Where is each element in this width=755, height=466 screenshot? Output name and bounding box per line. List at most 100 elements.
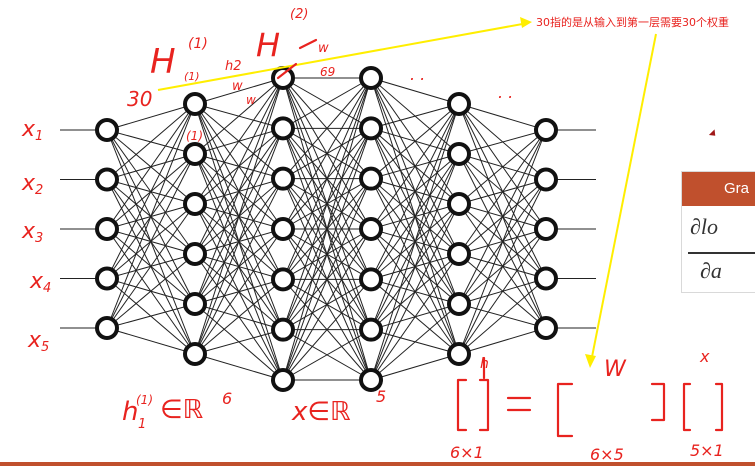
network-edge — [370, 203, 460, 381]
membership-x: x∈ℝ — [291, 397, 351, 427]
small-label-69: 69 — [320, 65, 335, 79]
dim-6x1: 6×1 — [450, 443, 484, 462]
network-node-layer-2 — [183, 342, 207, 366]
network-edge — [370, 353, 460, 381]
network-node-layer-2 — [183, 142, 207, 166]
gradient-panel-header: Gra — [682, 172, 755, 206]
label-w: W — [604, 357, 627, 382]
network-node-layer-1 — [95, 266, 119, 291]
network-edge — [458, 129, 547, 355]
network-edge — [194, 77, 284, 155]
input-label-x4: x4 — [29, 269, 51, 296]
network-node-layer-5 — [447, 142, 471, 166]
network-edge — [194, 353, 284, 381]
network-edge — [458, 228, 547, 355]
bracket-w-left — [556, 382, 574, 438]
network-edge — [282, 228, 372, 381]
network-node-layer-2 — [183, 292, 207, 316]
network-edge — [106, 253, 196, 329]
gradient-denominator: ∂a — [700, 258, 722, 283]
equals-sign — [506, 396, 532, 412]
network-edge — [282, 279, 372, 381]
network-node-layer-5 — [447, 242, 471, 266]
network-node-layer-1 — [95, 217, 119, 241]
membership-dim-6: 6 — [222, 389, 232, 408]
membership-dim-5: 5 — [376, 387, 386, 406]
network-node-layer-6 — [534, 167, 558, 192]
hidden-label-h2: H — [256, 26, 280, 64]
network-edge — [370, 303, 460, 381]
network-node-layer-3 — [271, 267, 295, 292]
network-node-layer-4 — [359, 116, 383, 141]
network-edge — [458, 327, 547, 355]
network-edge — [458, 129, 547, 305]
handwritten-annotations: x1 x2 x3 x4 x5 H (1) H (2) 30 (1) h2 w w… — [21, 7, 724, 464]
network-edge — [106, 327, 196, 355]
network-node-layer-1 — [95, 118, 119, 142]
network-edge — [194, 77, 284, 205]
network-edge — [106, 203, 196, 329]
fraction-line — [688, 252, 755, 254]
small-label-h2: h2 — [225, 59, 242, 74]
network-node-layer-3 — [271, 317, 295, 342]
dots-1: . . — [410, 65, 425, 84]
network-node-layer-1 — [95, 316, 119, 340]
network-edge — [106, 103, 196, 180]
network-edge — [370, 103, 460, 129]
small-stroke-2 — [276, 62, 298, 80]
network-edge — [106, 103, 196, 279]
network-edge — [106, 103, 196, 131]
hidden-label-h1: H — [150, 42, 176, 82]
network-node-layer-3 — [271, 116, 295, 141]
input-label-x3: x3 — [21, 219, 43, 246]
network-edge — [370, 153, 460, 381]
dots-2: . . — [498, 83, 513, 102]
network-node-layer-5 — [447, 92, 471, 116]
label-x: x — [699, 347, 710, 366]
network-node-layer-3 — [271, 217, 295, 241]
network-edge — [370, 103, 460, 280]
network-edge — [370, 253, 460, 381]
network-node-layer-6 — [534, 217, 558, 241]
hidden-label-h1-sup: (1) — [188, 36, 208, 52]
network-edge — [370, 77, 460, 105]
membership-h1-sub: 1 — [138, 417, 146, 432]
network-edge — [370, 103, 460, 381]
bracket-x-right — [714, 382, 724, 432]
network-edge — [194, 77, 284, 305]
membership-h1-sup: (1) — [136, 393, 153, 407]
network-edge — [458, 179, 547, 355]
network-node-layer-3 — [271, 368, 295, 392]
slide-bottom-bar — [0, 462, 755, 466]
network-node-layer-4 — [359, 166, 383, 191]
network-edge — [458, 129, 547, 205]
network-edge — [458, 129, 547, 155]
network-edge — [194, 77, 284, 255]
network-edge — [282, 329, 372, 381]
yellow-arrow — [157, 17, 657, 368]
network-edge — [282, 77, 372, 381]
dim-5x1: 5×1 — [690, 441, 724, 460]
network-edge — [282, 77, 372, 179]
network-edge — [282, 128, 372, 381]
gradient-panel: Gra ∂lo ∂a — [681, 171, 755, 293]
gradient-numerator: ∂lo — [690, 214, 718, 239]
network-edge — [458, 103, 547, 131]
network-node-layer-5 — [447, 292, 471, 316]
matrix-equation: h W x 6×1 6×5 5×1 — [450, 347, 724, 464]
network-node-layer-4 — [359, 267, 383, 292]
small-stroke-1 — [298, 38, 318, 50]
bracket-h-left — [456, 378, 468, 432]
weight-count-label: 30 — [127, 87, 152, 111]
network-node-layer-6 — [534, 266, 558, 291]
network-edge — [370, 103, 460, 230]
membership-in-1: ∈ℝ — [160, 395, 204, 425]
network-node-layer-5 — [447, 192, 471, 216]
network-edge — [282, 77, 372, 330]
network-edge — [194, 178, 284, 355]
small-label-w3: w — [318, 41, 329, 56]
network-edge — [106, 103, 196, 230]
network-node-layer-1 — [95, 167, 119, 192]
